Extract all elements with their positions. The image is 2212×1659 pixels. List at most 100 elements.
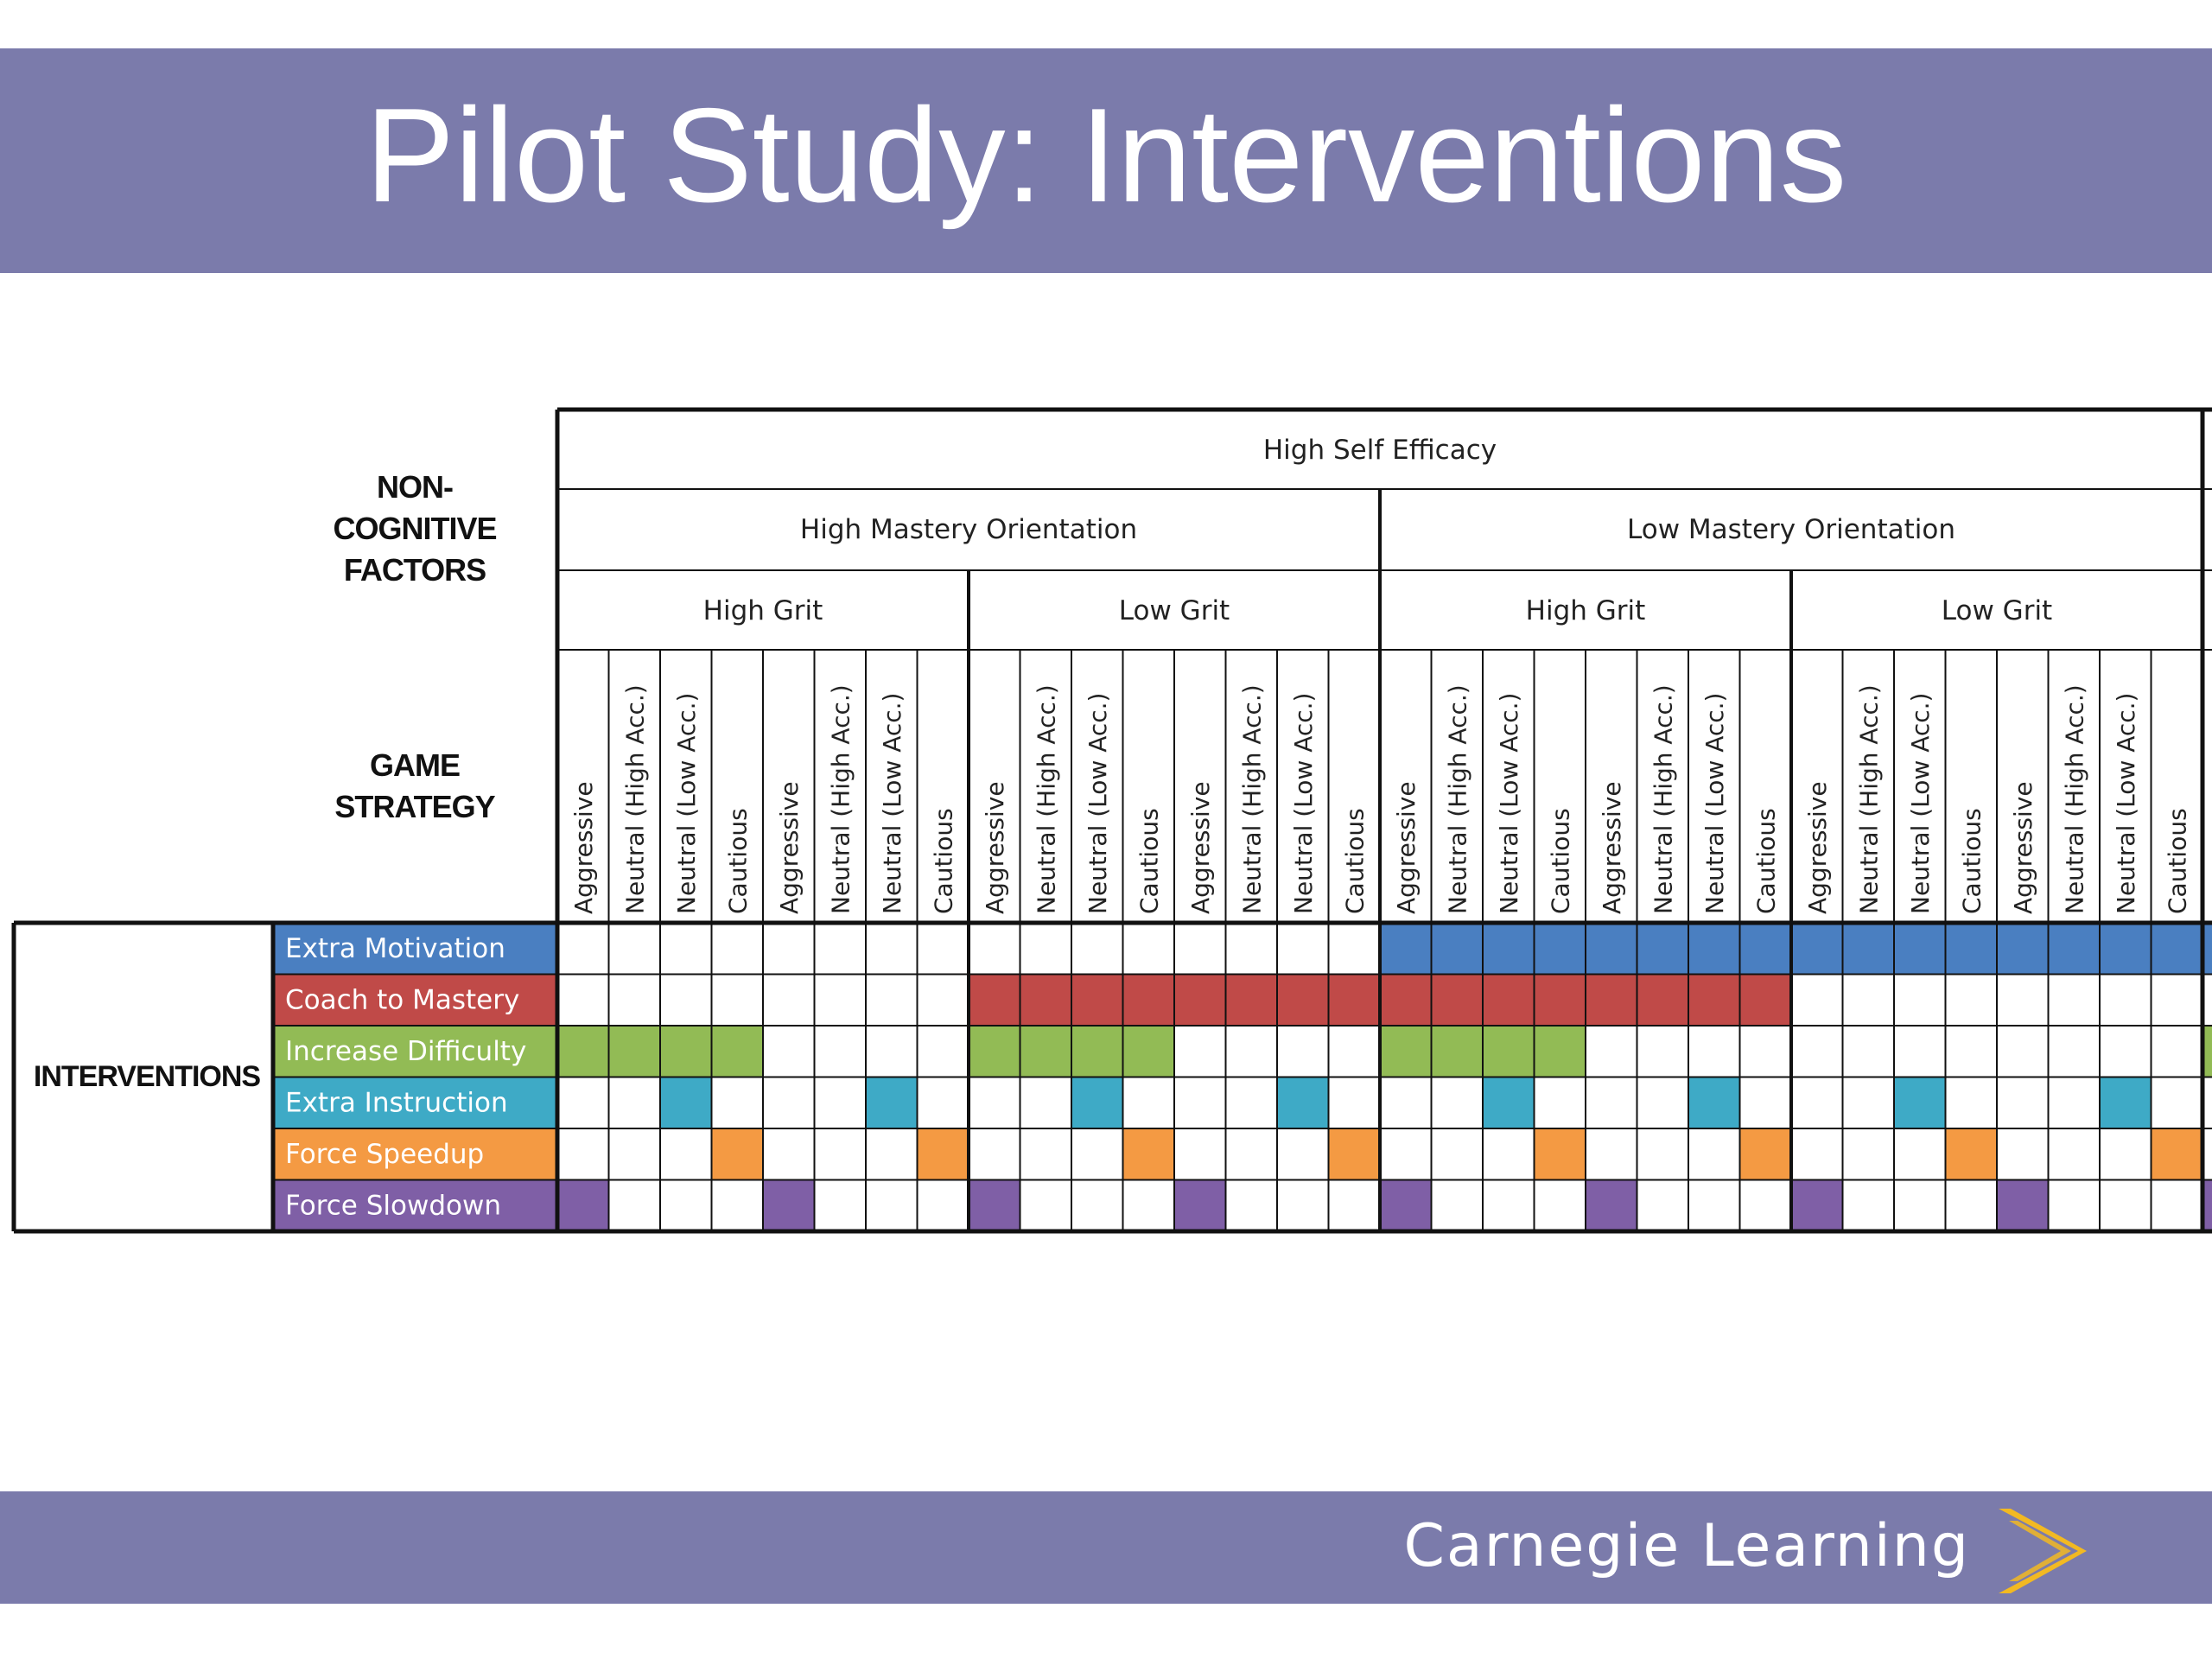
matrix-cell [1071, 1077, 1123, 1128]
matrix-cell [1637, 974, 1688, 1026]
intervention-label: Force Slowdown [285, 1191, 501, 1222]
row-label-cell [273, 1179, 557, 1231]
strategy-header: Cautious [723, 808, 752, 914]
strategy-header: Aggressive [1186, 781, 1215, 914]
matrix-cell [2100, 923, 2152, 975]
matrix-cell [1842, 923, 1894, 975]
matrix-cell [1534, 1128, 1586, 1180]
strategy-header: Neutral (Low Acc.) [2112, 693, 2140, 914]
strategy-header: Neutral (High Acc.) [2060, 684, 2088, 914]
matrix-cell [1997, 923, 2049, 975]
matrix-cell [1122, 1026, 1174, 1077]
brand-name: Carnegie Learning [1403, 1512, 1970, 1580]
matrix-cell [1739, 923, 1791, 975]
grit-header: Low Grit [1119, 595, 1230, 626]
matrix-cell [2151, 923, 2202, 975]
matrix-cell [2202, 1026, 2212, 1077]
strategy-header: Neutral (High Acc.) [1032, 684, 1060, 914]
matrix-cell [1174, 1179, 1226, 1231]
matrix-cell [1739, 974, 1791, 1026]
game-strategy-line: STRATEGY [334, 789, 495, 824]
non-cognitive-factors-line: FACTORS [343, 552, 486, 588]
strategy-header: Aggressive [2009, 781, 2037, 914]
game-strategy-label: GAME STRATEGY [285, 745, 544, 828]
matrix-cell [1328, 974, 1380, 1026]
self-efficacy-header: High Self Efficacy [1263, 435, 1497, 466]
strategy-header: Aggressive [1598, 781, 1626, 914]
matrix-cell [1534, 1026, 1586, 1077]
matrix-cell [1431, 974, 1483, 1026]
strategy-header: Cautious [1546, 808, 1574, 914]
matrix-cell [1688, 974, 1740, 1026]
non-cognitive-factors-line: NON- [377, 469, 454, 505]
matrix-cell [2202, 923, 2212, 975]
matrix-cell [1586, 923, 1637, 975]
matrix-cell [1380, 923, 1432, 975]
matrix-cell [1534, 923, 1586, 975]
intervention-label: Coach to Mastery [285, 985, 519, 1016]
matrix-cell [1483, 923, 1535, 975]
strategy-header: Neutral (High Acc.) [826, 684, 855, 914]
footer-banner [0, 1491, 2212, 1604]
matrix-cell [1122, 974, 1174, 1026]
matrix-cell [1380, 974, 1432, 1026]
matrix-cell [1277, 974, 1329, 1026]
strategy-header: Neutral (Low Acc.) [1495, 693, 1523, 914]
grit-header: Low Grit [1942, 595, 2052, 626]
intervention-label: Extra Instruction [285, 1088, 508, 1119]
matrix-cell [1791, 923, 1843, 975]
matrix-cell [1380, 1179, 1432, 1231]
matrix-cell [1328, 1128, 1380, 1180]
matrix-cell [1174, 974, 1226, 1026]
matrix-cell [1739, 1128, 1791, 1180]
strategy-header: Aggressive [1803, 781, 1832, 914]
matrix-cell [969, 1179, 1020, 1231]
matrix-cell [711, 1026, 763, 1077]
strategy-header: Neutral (High Acc.) [1443, 684, 1471, 914]
strategy-header: Neutral (Low Acc.) [1906, 693, 1935, 914]
matrix-cell [1894, 923, 1946, 975]
matrix-cell [1688, 1077, 1740, 1128]
matrix-cell [969, 974, 1020, 1026]
strategy-header: Neutral (Low Acc.) [1084, 693, 1112, 914]
intervention-label: Extra Motivation [285, 933, 505, 964]
game-strategy-line: GAME [370, 747, 461, 783]
matrix-cell [557, 1179, 609, 1231]
matrix-cell [1431, 1026, 1483, 1077]
matrix-cell [1945, 1128, 1997, 1180]
matrix-cell [1945, 923, 1997, 975]
strategy-header: Cautious [1340, 808, 1369, 914]
matrix-cell [557, 1026, 609, 1077]
matrix-cell [1483, 974, 1535, 1026]
strategy-header: Cautious [2163, 808, 2191, 914]
matrix-cell [608, 1026, 660, 1077]
strategy-header: Aggressive [569, 781, 598, 914]
matrix-cell [2151, 1128, 2202, 1180]
matrix-cell [1534, 974, 1586, 1026]
matrix-cell [660, 1026, 712, 1077]
strategy-header: Cautious [1957, 808, 1986, 914]
matrix-cell [711, 1128, 763, 1180]
mastery-orientation-header: High Mastery Orientation [800, 514, 1137, 545]
strategy-header: Aggressive [775, 781, 804, 914]
matrix-cell [1020, 1026, 1071, 1077]
non-cognitive-factors-line: COGNITIVE [333, 511, 497, 546]
matrix-cell [1688, 923, 1740, 975]
matrix-cell [1122, 1128, 1174, 1180]
matrix-cell [1380, 1026, 1432, 1077]
row-label-cell [273, 1077, 557, 1128]
grit-header: High Grit [1526, 595, 1646, 626]
strategy-header: Neutral (Low Acc.) [1289, 693, 1318, 914]
matrix-cell [2048, 923, 2100, 975]
matrix-cell [1483, 1026, 1535, 1077]
matrix-cell [2202, 1179, 2212, 1231]
interventions-label: INTERVENTIONS [33, 1060, 261, 1093]
matrix-cell [1225, 974, 1277, 1026]
matrix-cell [763, 1179, 815, 1231]
row-label-cell [273, 974, 557, 1026]
strategy-header: Neutral (High Acc.) [620, 684, 649, 914]
matrix-cell [1894, 1077, 1946, 1128]
matrix-cell [1586, 1179, 1637, 1231]
matrix-cell [1637, 923, 1688, 975]
